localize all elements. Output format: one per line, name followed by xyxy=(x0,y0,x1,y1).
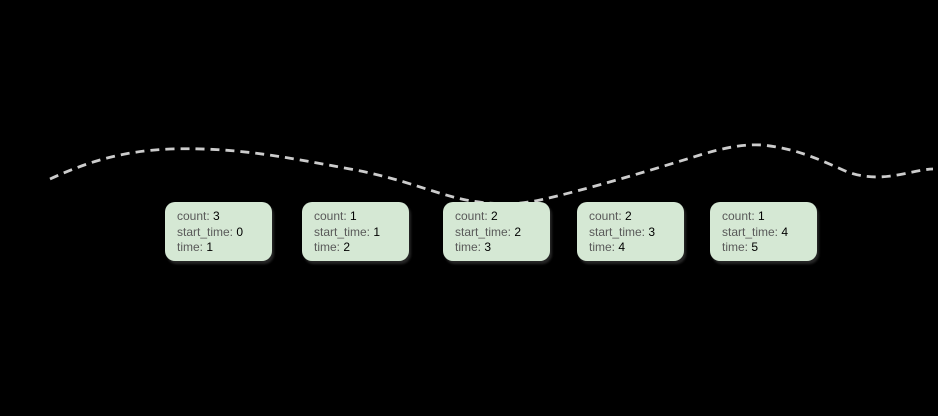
field-label: time: xyxy=(177,240,204,254)
field-row: count: 2 xyxy=(589,209,678,225)
field-row: start_time: 3 xyxy=(589,225,678,241)
field-row: time: 3 xyxy=(455,240,544,256)
field-value: 1 xyxy=(373,224,381,239)
field-value: 0 xyxy=(236,224,244,239)
field-value: 1 xyxy=(206,240,214,254)
field-value: 2 xyxy=(514,224,522,239)
field-label: count: xyxy=(177,209,210,223)
field-row: time: 5 xyxy=(722,240,811,256)
field-row: start_time: 2 xyxy=(455,225,544,241)
field-label: time: xyxy=(722,240,749,254)
field-row: count: 1 xyxy=(314,209,403,225)
field-row: time: 1 xyxy=(177,240,266,256)
field-value: 5 xyxy=(751,240,759,254)
dashed-curve-path xyxy=(49,143,934,206)
field-row: time: 2 xyxy=(314,240,403,256)
node-card-5: count: 1 start_time: 4 time: 5 xyxy=(710,202,817,261)
field-value: 2 xyxy=(625,209,632,223)
field-row: count: 1 xyxy=(722,209,811,225)
field-value: 1 xyxy=(758,209,765,223)
field-value: 2 xyxy=(343,240,351,254)
field-label: start_time: xyxy=(177,224,234,239)
field-label: time: xyxy=(589,240,616,254)
field-label: count: xyxy=(314,209,347,223)
field-label: time: xyxy=(455,240,482,254)
field-value: 3 xyxy=(484,240,492,254)
field-label: time: xyxy=(314,240,341,254)
field-row: start_time: 1 xyxy=(314,225,403,241)
field-label: start_time: xyxy=(589,224,646,239)
node-card-4: count: 2 start_time: 3 time: 4 xyxy=(577,202,684,261)
field-label: count: xyxy=(722,209,755,223)
field-value: 1 xyxy=(350,209,357,223)
field-row: count: 3 xyxy=(177,209,266,225)
node-card-1: count: 3 start_time: 0 time: 1 xyxy=(165,202,272,261)
field-row: count: 2 xyxy=(455,209,544,225)
field-value: 4 xyxy=(781,224,789,239)
field-label: count: xyxy=(455,209,488,223)
field-label: start_time: xyxy=(314,224,371,239)
field-value: 4 xyxy=(618,240,626,254)
node-card-2: count: 1 start_time: 1 time: 2 xyxy=(302,202,409,261)
field-label: start_time: xyxy=(455,224,512,239)
field-label: start_time: xyxy=(722,224,779,239)
field-value: 3 xyxy=(648,224,656,239)
field-label: count: xyxy=(589,209,622,223)
node-card-3: count: 2 start_time: 2 time: 3 xyxy=(443,202,550,261)
field-value: 3 xyxy=(213,209,220,223)
field-row: start_time: 4 xyxy=(722,225,811,241)
field-row: time: 4 xyxy=(589,240,678,256)
field-row: start_time: 0 xyxy=(177,225,266,241)
field-value: 2 xyxy=(491,209,498,223)
